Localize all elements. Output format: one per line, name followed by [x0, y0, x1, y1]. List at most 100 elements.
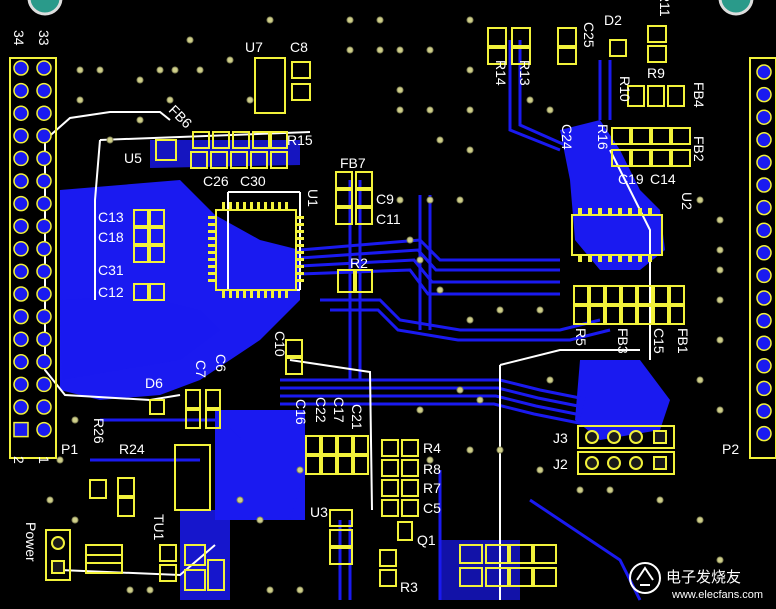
via: [106, 136, 114, 144]
label-j3: J3: [553, 430, 568, 446]
header-pin: [756, 177, 772, 193]
designator-labels: U7 C8 FB6 R15 U5 C26 C30 FB7 C9 C11 U1 C…: [11, 0, 739, 595]
ic-pin: [229, 290, 232, 298]
label-u5: U5: [124, 150, 142, 166]
label-r5: R5: [573, 328, 589, 346]
label-fb4: FB4: [691, 82, 707, 108]
ic-pin: [285, 290, 288, 298]
component-pad-outline: [381, 459, 399, 477]
ic-pin: [264, 202, 267, 210]
ic-pin: [296, 244, 304, 247]
component-pad-outline: [230, 151, 248, 169]
via: [496, 446, 504, 454]
component-pad-outline: [117, 477, 135, 497]
header-pin: [756, 358, 772, 374]
component-pad-outline: [185, 389, 201, 409]
component-pad-outline: [205, 389, 221, 409]
header-pin: [36, 150, 52, 167]
component-pad-outline: [669, 285, 685, 305]
via: [171, 66, 179, 74]
via: [456, 196, 464, 204]
via: [346, 16, 354, 24]
component-pad-outline: [355, 269, 373, 293]
via: [346, 46, 354, 54]
component-pad-outline: [621, 305, 637, 325]
header-pin: [13, 399, 29, 415]
header-pin: [756, 199, 772, 216]
component-pad-outline: [337, 435, 353, 455]
via: [376, 16, 384, 24]
ic-pads: [208, 202, 652, 298]
header-pin: [36, 308, 52, 325]
label-fb1: FB1: [675, 328, 691, 354]
component-pad-outline: [647, 45, 667, 63]
header-pin: [756, 380, 772, 397]
header-pin: [756, 267, 772, 284]
ic-pin: [285, 202, 288, 210]
component-pad-outline: [589, 285, 605, 305]
header-pin: [756, 290, 772, 306]
via: [146, 586, 154, 594]
via: [606, 486, 614, 494]
component-pad-outline: [149, 209, 165, 227]
via: [426, 46, 434, 54]
ic-pin: [588, 208, 592, 215]
component-pad-outline: [401, 479, 419, 497]
label-c9: C9: [376, 191, 394, 207]
via: [96, 66, 104, 74]
component-pad-outline: [184, 569, 206, 591]
via: [536, 466, 544, 474]
ic-pin: [296, 258, 304, 261]
label-q1: Q1: [417, 532, 436, 548]
component-pad-outline: [155, 139, 177, 161]
ic-pin: [578, 255, 582, 262]
ic-pin: [229, 202, 232, 210]
watermark: 电子发烧友 www.elecfans.com: [629, 562, 763, 601]
via: [296, 466, 304, 474]
header-p2: [749, 57, 776, 459]
via: [226, 56, 234, 64]
header-pin: [756, 86, 772, 103]
ic-pin: [296, 272, 304, 275]
label-c7: C7: [193, 360, 209, 378]
via: [126, 586, 134, 594]
label-d2: D2: [604, 12, 622, 28]
component-pad-outline: [573, 285, 589, 305]
header-pin: [756, 154, 772, 171]
header-pin: [36, 195, 52, 212]
ic-pin: [250, 202, 253, 210]
label-p1: P1: [61, 441, 78, 457]
ic-pin: [271, 202, 274, 210]
component-pad-outline: [270, 151, 288, 169]
ic-pin: [236, 290, 239, 298]
header-pin: [13, 105, 29, 121]
component-pad-outline: [329, 547, 353, 565]
ic-pin: [638, 255, 642, 262]
watermark-logo-icon: [636, 566, 654, 586]
label-c16: C16: [293, 399, 309, 425]
component-pad-outline: [485, 567, 509, 587]
header-pin: [36, 286, 52, 302]
via: [716, 556, 724, 564]
ic-pin: [250, 290, 253, 298]
component-pad-outline: [631, 127, 651, 145]
component-pad-outline: [149, 399, 165, 415]
component-pad-outline: [509, 567, 533, 587]
component-pad-outline: [133, 227, 149, 245]
component-pad-outline: [627, 85, 645, 107]
via: [396, 86, 404, 94]
watermark-url: www.elecfans.com: [671, 589, 763, 601]
label-c10: C10: [272, 331, 288, 357]
component-pad-outline: [337, 269, 355, 293]
via: [196, 66, 204, 74]
component-pad-outline: [250, 151, 268, 169]
via: [436, 286, 444, 294]
component-pad-outline: [637, 285, 653, 305]
header-j2-j3: [577, 425, 675, 475]
header-pin: [36, 263, 52, 280]
via: [296, 586, 304, 594]
label-power: Power: [23, 522, 39, 562]
component-pad-outline: [485, 544, 509, 564]
label-c8: C8: [290, 39, 308, 55]
